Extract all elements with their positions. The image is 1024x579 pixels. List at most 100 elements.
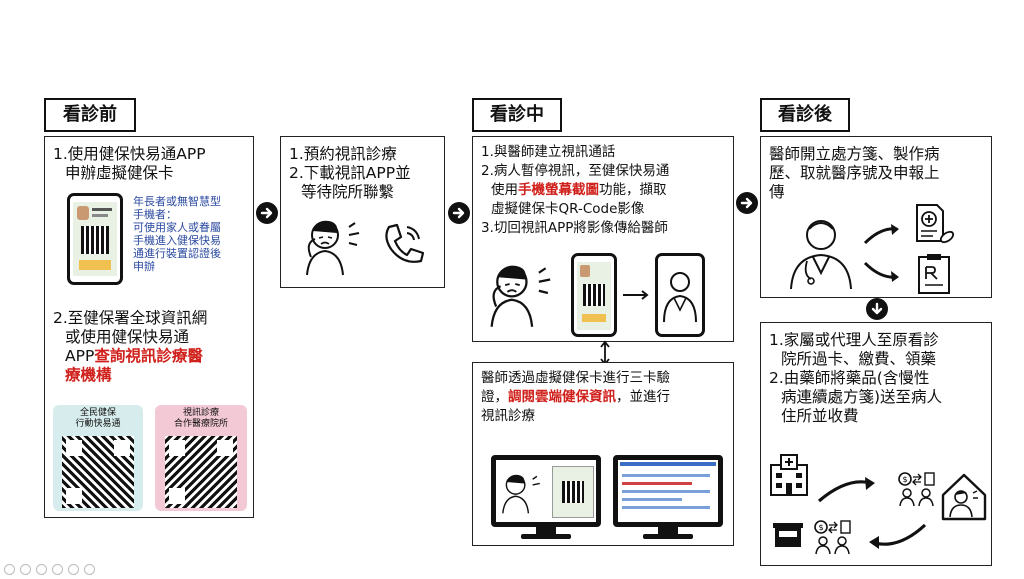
virtual-card-image [552,466,594,518]
curved-arrow-icon [817,477,875,503]
qr-card-nhi-app[interactable]: 全民健保 行動快易通 [53,405,143,511]
verify-line2: 證，調閱雲端健保資訊，並進行 [481,388,733,407]
qr-card-nhi-app-line2: 行動快易通 [75,419,121,429]
elder-note-line: 手機進入健保快易 [133,234,221,247]
worried-person-icon [502,474,540,514]
pickup-line4: 病連續處方箋)送至病人 [781,388,943,406]
doctor-icon [790,220,852,290]
arrow-right-icon [256,202,278,224]
stage-label-before: 看診前 [44,98,136,132]
payment-exchange-icon: $ [814,520,851,555]
elder-note: 年長者或無智慧型 手機者： 可使用家人或眷屬 手機進入健保快易 通進行裝置認證後… [133,195,251,273]
verify-line1: 醫師透過虛擬健保卡進行三卡驗 [481,370,670,386]
doctor-icon [663,272,697,323]
worried-person-icon [490,265,551,327]
svg-text:$: $ [902,475,907,484]
elder-note-line: 手機者： [133,208,177,221]
before-step2-line2: 或使用健保快易通 [65,328,190,346]
before-step2-line4: 療機構 [65,366,112,384]
qr-code-icon [583,284,605,306]
more-icon[interactable] [84,564,95,575]
qr-code-icon [62,436,134,508]
slide-controls[interactable] [4,560,100,579]
pickup-text: 1.家屬或代理人至原看診 院所過卡、繳費、領藥 2.由藥師將藥品(含慢性 病連續… [769,331,991,426]
medicine-icon [916,204,955,244]
arrow-down-icon [866,298,888,320]
pickup-line1: 1.家屬或代理人至原看診 [769,331,939,349]
before-step2-line3-plain: APP [65,347,95,365]
before-box: 1.使用健保快易通APP 申辦虛擬健保卡 年長者或無智慧型 手機者： 可使用家人… [44,136,254,518]
phone-call-icon [385,223,425,263]
during-box: 1.與醫師建立視訊通話 2.病人暫停視訊，至健保快易通 使用手機螢幕截圖功能，擷… [472,136,734,342]
verify-text: 醫師透過虛擬健保卡進行三卡驗 證，調閱雲端健保資訊，並進行 視訊診療 [481,369,733,426]
monitor-cloud-records [613,455,723,527]
verify-line2-plain1: 證， [481,389,508,405]
during-line3: 使用手機螢幕截圖功能，擷取 [481,181,733,200]
view-icon[interactable] [52,564,63,575]
during-line5: 3.切回視訊APP將影像傳給醫師 [481,220,668,236]
photo-icon [580,265,590,277]
prescription-icon [918,254,950,294]
curved-arrow-icon [863,224,899,245]
stage-label-during: 看診中 [472,98,562,132]
verify-line2-plain2: ，並進行 [616,389,670,405]
elder-note-line: 申辦 [133,260,155,273]
after-text: 醫師開立處方箋、製作病 歷、取就醫序號及申報上 傳 [769,145,991,202]
phone-virtual-card [67,193,123,285]
phone-doctor [655,253,705,337]
during-line1: 1.與醫師建立視訊通話 [481,144,616,160]
qr-card-video-clinics-line1: 視訊診療 [182,408,219,418]
during-line3-plain2: 功能，擷取 [599,182,667,198]
wait-box: 1.預約視訊診療 2.下載視訊APP並 等待院所聯繫 [280,136,445,288]
after-line1: 醫師開立處方箋、製作病 [769,145,940,163]
wait-line1: 1.預約視訊診療 [289,145,397,163]
during-line2: 2.病人暫停視訊，至健保快易通 [481,163,670,179]
during-line4: 虛擬健保卡QR-Code影像 [491,201,645,217]
svg-text:$: $ [818,523,823,532]
arrow-right-icon [448,202,470,224]
after-box: 醫師開立處方箋、製作病 歷、取就醫序號及申報上 傳 [760,136,992,298]
verify-box: 醫師透過虛擬健保卡進行三卡驗 證，調閱雲端健保資訊，並進行 視訊診療 [472,362,734,546]
before-step2-line1: 2.至健保署全球資訊網 [53,309,208,327]
photo-icon [77,206,89,220]
wait-line2: 2.下載視訊APP並 [289,164,411,182]
curved-arrow-icon [863,261,899,282]
wait-text: 1.預約視訊診療 2.下載視訊APP並 等待院所聯繫 [289,145,444,202]
prev-slide-icon[interactable] [4,564,15,575]
pickup-line5: 住所並收費 [781,407,859,425]
arrow-right-icon [736,192,758,214]
hospital-icon [770,454,808,496]
during-line3-red: 手機螢幕截圖 [518,182,599,198]
pickup-line2: 院所過卡、繳費、領藥 [781,350,937,368]
before-step2: 2.至健保署全球資訊網 或使用健保快易通 APP查詢視訊診療醫 療機構 [53,309,253,385]
after-line2: 歷、取就醫序號及申報上 [769,164,940,182]
qr-card-nhi-app-line1: 全民健保 [79,408,116,418]
worried-person-icon [306,220,360,276]
after-line3: 傳 [769,183,785,201]
before-step1-line2: 申辦虛擬健保卡 [65,164,174,182]
pen-icon[interactable] [36,564,47,575]
phone-virtual-card [571,253,617,337]
monitor-patient [491,455,601,527]
before-step2-line3-red: 查詢視訊診療醫 [94,347,203,365]
qr-card-video-clinics[interactable]: 視訊診療 合作醫療院所 [155,405,247,511]
qr-card-video-clinics-line2: 合作醫療院所 [173,419,228,429]
qr-code-icon [81,226,109,254]
pickup-box: 1.家屬或代理人至原看診 院所過卡、繳費、領藥 2.由藥師將藥品(含慢性 病連續… [760,322,992,566]
next-slide-icon[interactable] [20,564,31,575]
verify-line2-red: 調閱雲端健保資訊 [508,389,616,405]
home-patient-icon [941,473,987,521]
stage-label-after: 看診後 [760,98,850,132]
before-step2-line3: APP查詢視訊診療醫 [53,347,253,366]
before-step1-line1: 1.使用健保快易通APP [53,145,206,163]
pharmacy-counter-icon [773,523,803,547]
wait-line3: 等待院所聯繫 [301,183,395,201]
elder-note-line: 通進行裝置認證後 [133,247,221,260]
curved-arrow-icon [869,523,927,549]
elder-note-line: 年長者或無智慧型 [133,195,221,208]
during-text: 1.與醫師建立視訊通話 2.病人暫停視訊，至健保快易通 使用手機螢幕截圖功能，擷… [481,143,733,238]
zoom-icon[interactable] [68,564,79,575]
elder-note-line: 可使用家人或眷屬 [133,221,221,234]
during-line3-plain1: 使用 [491,182,518,198]
qr-code-icon [165,436,237,508]
